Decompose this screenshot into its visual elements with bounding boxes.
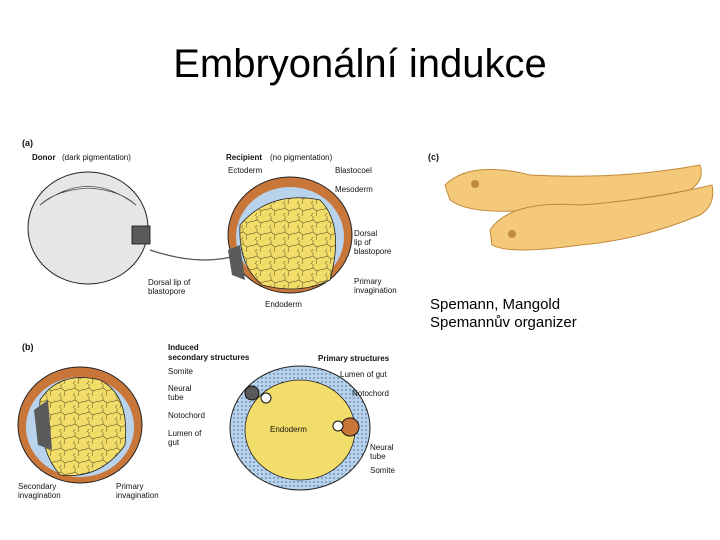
recipient-label: Recipient — [226, 153, 262, 162]
donor-dorsal-lip-label-2: blastopore — [148, 287, 186, 296]
blastocoel-label: Blastocoel — [335, 166, 372, 175]
donor-note: (dark pigmentation) — [62, 153, 131, 162]
somite-right-label: Somite — [370, 466, 395, 475]
embryo-b-cross-section — [229, 365, 371, 491]
endoderm-label-a: Endoderm — [265, 300, 302, 309]
donor-label: Donor — [32, 153, 56, 162]
secondary-invagination-2: invagination — [18, 491, 61, 500]
dorsal-lip-label-1: Dorsal — [354, 229, 377, 238]
notochord-left-label: Notochord — [168, 411, 205, 420]
recipient-embryo — [227, 176, 353, 294]
page-title: Embryonální indukce — [173, 42, 547, 86]
primary-structures-label: Primary structures — [318, 354, 390, 363]
donor-label-group: Donor (dark pigmentation) — [32, 153, 131, 162]
somite-left-label: Somite — [168, 367, 193, 376]
caption: Spemann, Mangold Spemannův organizer — [430, 296, 577, 332]
dorsal-lip-label-3: blastopore — [354, 247, 392, 256]
induced-label-1: Induced — [168, 343, 199, 352]
lumen-right-label: Lumen of gut — [340, 370, 387, 379]
neural-tube-right-2: tube — [370, 452, 386, 461]
neural-tube-right-1: Neural — [370, 443, 394, 452]
ectoderm-label: Ectoderm — [228, 166, 263, 175]
tadpoles — [444, 164, 714, 251]
primary-invagination-a-1: Primary — [354, 277, 382, 286]
primary-invagination-a-2: invagination — [354, 286, 397, 295]
panel-c-tag: (c) — [428, 152, 439, 162]
neural-tube-left-1: Neural — [168, 384, 192, 393]
neural-tube-left-2: tube — [168, 393, 184, 402]
embryo-b-left — [17, 366, 143, 484]
dorsal-lip-label-2: lip of — [354, 238, 372, 247]
caption-line-organizer: Spemannův organizer — [430, 314, 577, 331]
notochord-right-label: Notochord — [352, 389, 389, 398]
panel-a-tag: (a) — [22, 138, 33, 148]
mesoderm-label: Mesoderm — [335, 185, 373, 194]
endoderm-label-b: Endoderm — [270, 425, 307, 434]
donor-embryo — [27, 171, 151, 285]
primary-invagination-b-2: invagination — [116, 491, 159, 500]
primary-invagination-b-1: Primary — [116, 482, 144, 491]
induced-label-2: secondary structures — [168, 353, 250, 362]
recipient-note: (no pigmentation) — [270, 153, 333, 162]
lumen-left-2: gut — [168, 438, 180, 447]
caption-line-authors: Spemann, Mangold — [430, 296, 561, 313]
secondary-invagination-1: Secondary — [18, 482, 56, 491]
donor-dorsal-lip-label-1: Dorsal lip of — [148, 278, 191, 287]
lumen-left-1: Lumen of — [168, 429, 202, 438]
panel-b-tag: (b) — [22, 342, 34, 352]
